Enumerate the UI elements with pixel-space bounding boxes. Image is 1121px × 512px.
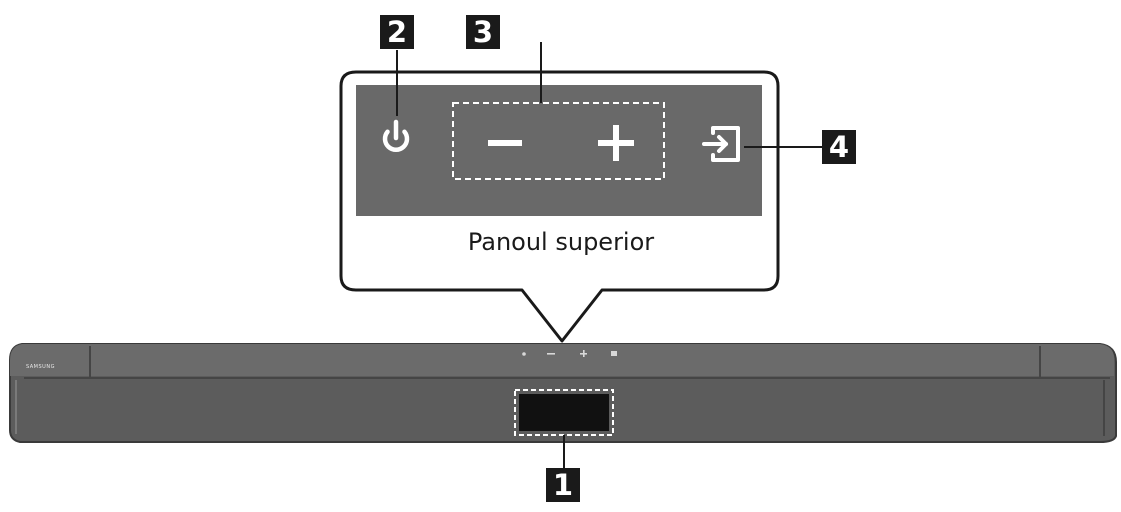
callout-badge-3: 3	[466, 15, 500, 49]
callout-badge-4: 4	[822, 130, 856, 164]
callout-badge-1: 1	[546, 468, 580, 502]
panel-caption: Panoul superior	[467, 228, 655, 256]
soundbar-top-face	[10, 344, 1114, 376]
soundbar-top-buttons	[522, 350, 617, 357]
source-input-icon	[702, 126, 740, 162]
volume-group-outline	[452, 102, 665, 180]
soundbar-right-cap	[1039, 346, 1105, 436]
power-icon	[382, 119, 410, 153]
volume-up-icon	[598, 125, 634, 161]
top-panel-zoom	[356, 85, 762, 216]
volume-down-icon	[488, 140, 522, 146]
callout-badge-2: 2	[380, 15, 414, 49]
brand-logo-text: SAMSUNG	[26, 364, 55, 370]
display-window	[519, 394, 609, 431]
